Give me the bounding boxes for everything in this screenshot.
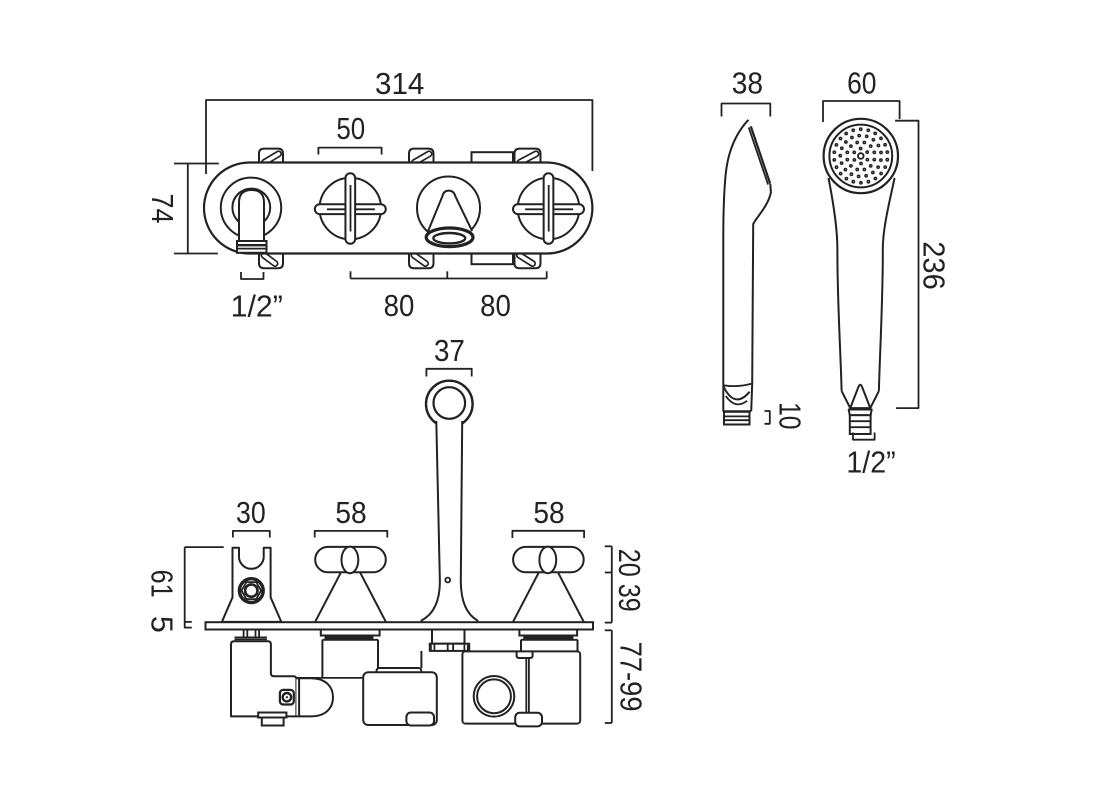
svg-text:30: 30 xyxy=(236,496,266,530)
svg-text:38: 38 xyxy=(732,67,763,101)
svg-text:61: 61 xyxy=(144,570,178,598)
svg-text:80: 80 xyxy=(384,289,415,323)
svg-text:80: 80 xyxy=(480,289,511,323)
svg-text:58: 58 xyxy=(335,496,366,530)
svg-text:314: 314 xyxy=(375,67,424,101)
svg-text:74: 74 xyxy=(145,194,179,224)
svg-text:20 39: 20 39 xyxy=(612,549,646,612)
svg-text:236: 236 xyxy=(916,241,950,290)
svg-text:1/2”: 1/2” xyxy=(231,290,283,324)
svg-text:60: 60 xyxy=(847,67,876,101)
svg-text:50: 50 xyxy=(336,112,365,146)
svg-text:58: 58 xyxy=(533,496,564,530)
svg-text:77-99: 77-99 xyxy=(614,642,648,712)
svg-text:5: 5 xyxy=(144,616,178,633)
svg-text:1/2”: 1/2” xyxy=(846,446,895,480)
svg-text:37: 37 xyxy=(434,334,465,368)
svg-text:10: 10 xyxy=(773,402,807,430)
